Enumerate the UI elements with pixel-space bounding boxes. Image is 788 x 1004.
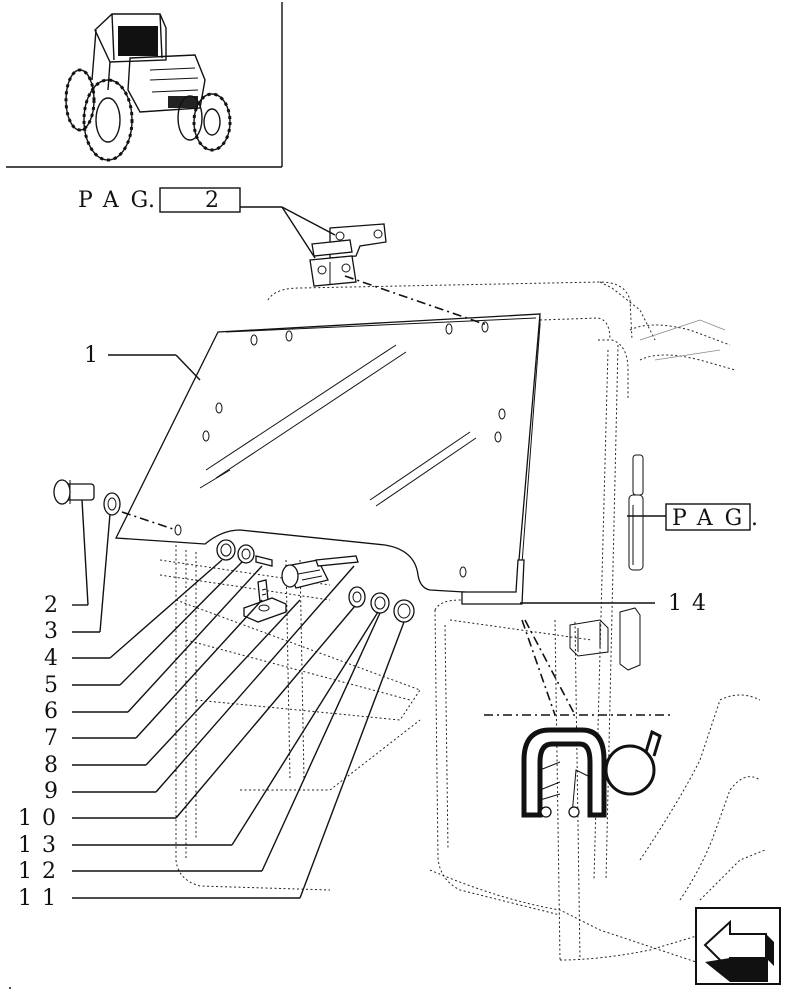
pag-ref-top-page: 2: [205, 188, 231, 213]
seal-profile-detail: [521, 727, 662, 818]
washer-5-part: [237, 544, 255, 564]
latch-block: [569, 607, 641, 671]
glass-holes: [174, 321, 506, 578]
callout-11[interactable]: 11: [18, 886, 66, 911]
washer-4-part: [216, 539, 236, 561]
callout-8[interactable]: 8: [44, 753, 68, 778]
assembly-lines: [121, 275, 670, 716]
callout-6[interactable]: 6: [44, 699, 68, 724]
callout-3[interactable]: 3: [44, 619, 68, 644]
washer-13-part: [370, 592, 390, 614]
bolt-part: [53, 479, 95, 505]
callout-13[interactable]: 13: [18, 833, 66, 858]
gas-strut: [628, 454, 644, 571]
pin-part: [255, 555, 273, 567]
pag-ref-top-dot: .: [148, 188, 167, 213]
clamp-part: [243, 597, 287, 623]
sleeve-part: [281, 555, 359, 589]
page-reference-right: PAG .: [627, 503, 770, 531]
small-parts: [53, 479, 415, 623]
callout-4[interactable]: 4: [44, 646, 68, 671]
pag-ref-right-box[interactable]: [665, 503, 751, 531]
pag-ref-right-dot: .: [751, 506, 770, 531]
pag-ref-top-box[interactable]: [159, 187, 241, 213]
washer-10-part: [348, 586, 366, 608]
screw-part: [257, 579, 269, 603]
pag-ref-top-prefix: PAG: [78, 188, 160, 213]
callout-2[interactable]: 2: [44, 593, 68, 618]
callout-1[interactable]: 1: [84, 343, 108, 368]
page-reference-top: PAG . 2: [78, 187, 336, 259]
callout-14[interactable]: 14: [668, 591, 716, 616]
hinge-assembly: [309, 223, 387, 287]
callout-9[interactable]: 9: [44, 779, 68, 804]
washer-part: [103, 492, 121, 516]
bushing-part: [393, 599, 415, 623]
leader-lines: [72, 354, 655, 899]
tractor-icon: [64, 13, 232, 162]
callout-labels: 1 2 3 4 5 6 7 8 9 10 13 12 11 14: [18, 343, 716, 911]
callout-10[interactable]: 10: [18, 806, 66, 831]
tractor-thumbnail: [6, 2, 283, 168]
arrow-back-icon: [703, 919, 774, 982]
stray-dot: [9, 987, 11, 989]
callout-5[interactable]: 5: [44, 673, 68, 698]
nav-back-button[interactable]: [695, 907, 781, 985]
rear-window-glass: [114, 313, 541, 605]
callout-12[interactable]: 12: [18, 859, 66, 884]
pag-ref-right-prefix: PAG: [672, 506, 754, 531]
callout-7[interactable]: 7: [44, 726, 68, 751]
